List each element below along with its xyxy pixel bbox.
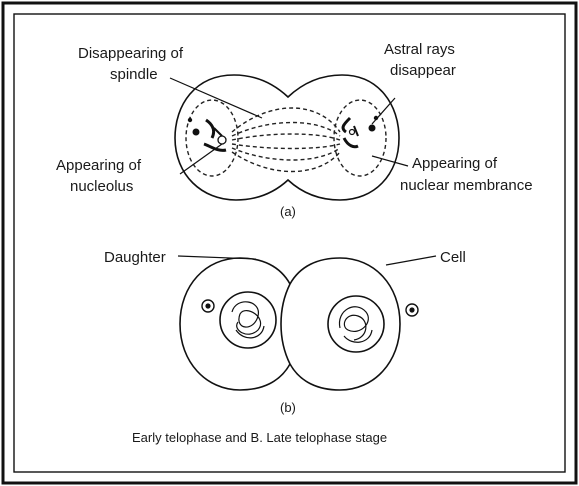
label-membrane-line1: Appearing of (412, 155, 498, 172)
left-daughter-nucleus (202, 292, 276, 348)
spindle-fibers (232, 108, 340, 172)
leader-cell (386, 256, 436, 265)
leader-membrane (372, 156, 408, 166)
label-spindle-line2: spindle (110, 66, 158, 83)
panel-b-diagram: Daughter Cell (b) (104, 249, 466, 415)
label-membrane-line2: nuclear membrance (400, 177, 533, 194)
dividing-cell-outline (175, 75, 399, 200)
label-spindle-line1: Disappearing of (78, 45, 184, 62)
label-nucleolus-line2: nucleolus (70, 178, 133, 195)
right-daughter-nucleus (328, 296, 418, 352)
label-astral-line1: Astral rays (384, 41, 455, 58)
panel-b-caption: (b) (280, 400, 296, 415)
right-chromosomes (343, 116, 378, 147)
right-nuclear-region (334, 100, 386, 176)
daughter-cell-left (180, 258, 290, 390)
panel-a-caption: (a) (280, 204, 296, 219)
panel-a-diagram: Disappearing of spindle Astral rays disa… (56, 41, 533, 219)
label-nucleolus-line1: Appearing of (56, 157, 142, 174)
label-cell: Cell (440, 249, 466, 266)
leader-nucleolus (180, 144, 222, 174)
label-daughter: Daughter (104, 249, 166, 266)
daughter-cell-right (281, 258, 400, 390)
label-astral-line2: disappear (390, 62, 456, 79)
leader-spindle (170, 78, 262, 118)
left-nucleolus (218, 136, 226, 144)
figure-caption: Early telophase and B. Late telophase st… (132, 430, 387, 445)
